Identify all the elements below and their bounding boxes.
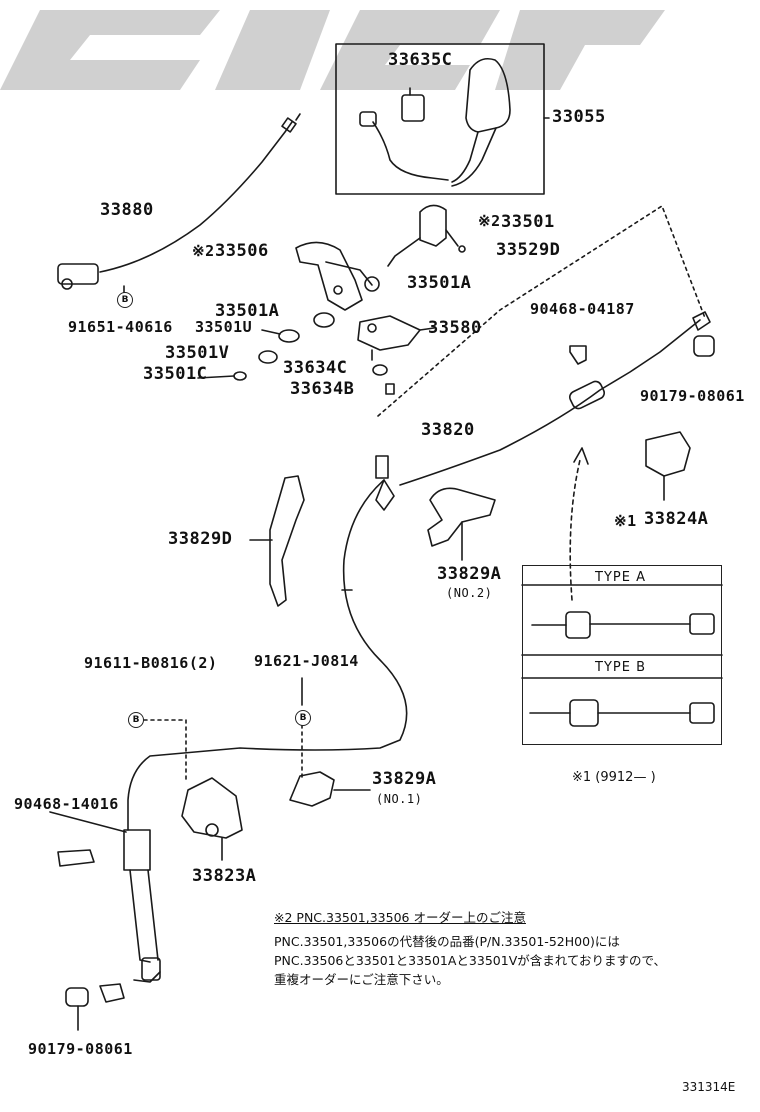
part-label-33820: 33820 xyxy=(421,420,475,440)
notes-line-2: PNC.33506と33501と33501Aと33501Vが含まれておりますので… xyxy=(274,953,667,968)
part-label-33501: 33501 xyxy=(501,212,555,232)
notes-line-1: PNC.33501,33506の代替後の品番(P/N.33501-52H00)に… xyxy=(274,934,620,949)
bolt-b-marker: B xyxy=(128,712,144,728)
part-label-91651: 91651-40616 xyxy=(68,318,173,336)
diagram-code: 331314E xyxy=(682,1080,736,1094)
part-label-33829A-no2: 33829A xyxy=(437,564,502,584)
part-label-90468-04187: 90468-04187 xyxy=(530,300,635,318)
part-note-no1: (NO.1) xyxy=(376,792,423,806)
part-label-33501A: 33501A xyxy=(215,301,280,321)
footnote-1: ※1 (9912— ) xyxy=(572,770,656,785)
mark-2: ※2 xyxy=(192,242,215,260)
part-label-33634C: 33634C xyxy=(283,358,348,378)
bolt-b-marker: B xyxy=(117,292,133,308)
part-label-33824A: 33824A xyxy=(644,509,709,529)
part-label-33634B: 33634B xyxy=(290,379,355,399)
part-label-33829D: 33829D xyxy=(168,529,233,549)
part-label-33501V: 33501V xyxy=(165,343,230,363)
part-label-33823A: 33823A xyxy=(192,866,257,886)
cable-type-box xyxy=(522,565,722,745)
part-label-33501U: 33501U xyxy=(195,318,253,336)
part-label-33829A-no1: 33829A xyxy=(372,769,437,789)
part-label-90179-top: 90179-08061 xyxy=(640,387,745,405)
part-label-33580: 33580 xyxy=(428,318,482,338)
part-label-33055: 33055 xyxy=(552,107,606,127)
part-label-33529D: 33529D xyxy=(496,240,561,260)
part-label-90179-bottom: 90179-08061 xyxy=(28,1040,133,1058)
mark-2: ※2 xyxy=(478,212,501,230)
type-b-caption: TYPE B xyxy=(595,660,646,675)
type-a-caption: TYPE A xyxy=(595,570,646,585)
part-label-33635C: 33635C xyxy=(388,50,453,70)
part-label-33880: 33880 xyxy=(100,200,154,220)
bolt-b-marker: B xyxy=(295,710,311,726)
mark-1: ※1 xyxy=(614,512,637,530)
notes-title: ※2 PNC.33501,33506 オーダー上のご注意 xyxy=(274,910,526,925)
part-label-91611: 91611-B0816(2) xyxy=(84,654,218,672)
part-label-33501C: 33501C xyxy=(143,364,208,384)
watermark-logo xyxy=(0,10,665,90)
part-note-no2: (NO.2) xyxy=(446,586,493,600)
notes-line-3: 重複オーダーにご注意下さい。 xyxy=(274,972,449,987)
part-label-33501A: 33501A xyxy=(407,273,472,293)
part-label-90468-14016: 90468-14016 xyxy=(14,795,119,813)
part-label-91621: 91621-J0814 xyxy=(254,652,359,670)
part-label-33506: 33506 xyxy=(215,241,269,261)
knob-group-box xyxy=(335,43,545,195)
